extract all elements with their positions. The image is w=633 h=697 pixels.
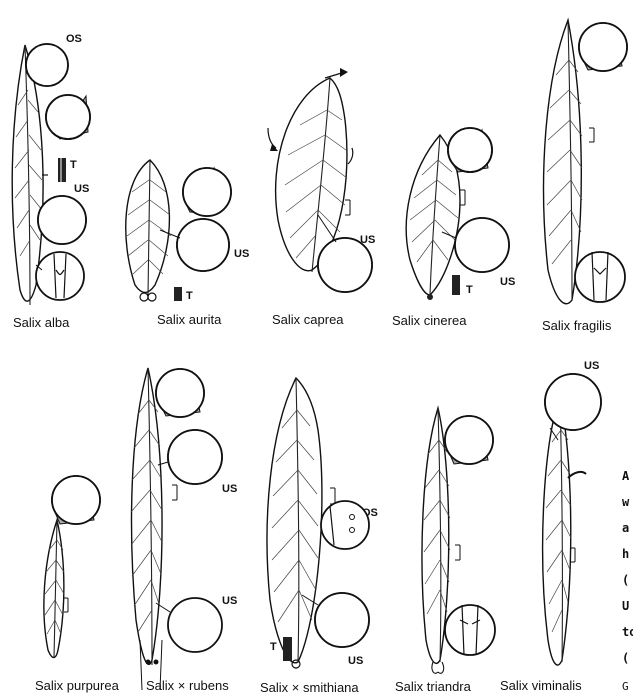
label-triandra: Salix triandra [395,679,472,694]
species-caprea: US Salix caprea [268,68,375,327]
svg-text:T: T [466,284,473,296]
label-alba: Salix alba [13,315,70,330]
svg-text:US: US [584,360,599,372]
species-smithiana: OS US T Salix × smithiana [260,378,378,695]
label-aurita: Salix aurita [157,312,222,327]
svg-text:US: US [500,276,515,288]
caption-line-2: w [622,495,630,509]
label-rubens: Salix × rubens [146,678,229,693]
svg-text:US: US [74,183,89,195]
triandra-base-circle [445,605,495,655]
label-viminalis: Salix viminalis [500,678,582,693]
svg-text:T: T [186,290,193,302]
species-aurita: T US Salix aurita [126,160,250,327]
svg-text:US: US [348,655,363,667]
species-purpurea: Salix purpurea [35,476,120,693]
rubens-us-circle-2 [168,598,222,652]
label-purpurea: Salix purpurea [35,678,120,693]
species-triandra: Salix triandra [395,408,495,694]
species-alba: OS T US Salix alba [12,33,90,330]
svg-text:T: T [70,159,77,171]
caption-line-3: a [622,521,629,535]
aurita-leaf [126,160,170,293]
caption-line-5: ( [622,573,629,587]
label-caprea: Salix caprea [272,312,344,327]
caption-line-7: to [622,625,633,639]
svg-text:OS: OS [66,33,82,45]
caption-line-4: h [622,547,629,561]
fragilis-base-circle [575,252,625,302]
label-fragilis: Salix fragilis [542,318,612,333]
svg-text:US: US [222,595,237,607]
species-rubens: US US Salix × rubens [131,368,237,693]
svg-text:T: T [270,641,277,653]
caption-line-6: U [622,599,629,613]
alba-base-circle [36,252,84,300]
label-cinerea: Salix cinerea [392,313,467,328]
svg-text:US: US [234,248,249,260]
cropped-caption: A w a h ( U to ( G [622,469,633,693]
rubens-leaf [132,368,163,664]
species-cinerea: T US Salix cinerea [392,128,515,328]
caption-line-1: A [622,469,630,483]
smithiana-os-circle [321,501,369,549]
caption-line-9: G [622,680,629,693]
fragilis-leaf [544,20,582,304]
species-viminalis: US Salix viminalis [500,360,601,693]
svg-text:US: US [222,483,237,495]
species-fragilis: Salix fragilis [542,20,627,333]
caption-line-8: ( [622,651,629,665]
label-smithiana: Salix × smithiana [260,680,359,695]
